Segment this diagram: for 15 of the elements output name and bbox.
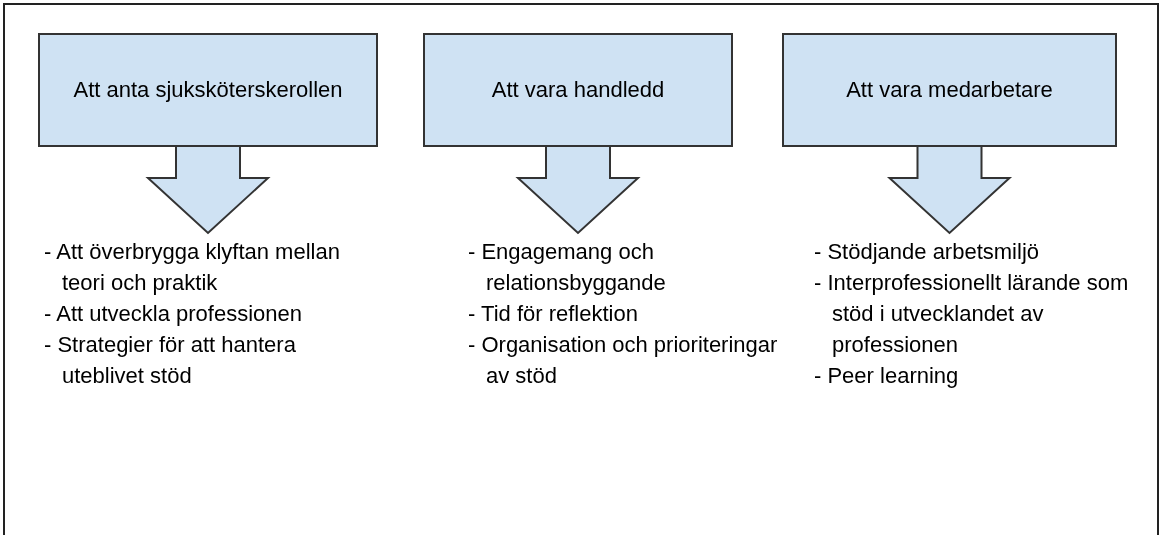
list-item: - Organisation och prioriteringar av stöd [468,331,779,390]
block-arrow [145,146,271,235]
heading-box: Att vara handledd [423,33,733,147]
block-arrow [886,146,1013,235]
list-item: - Tid för reflektion [468,300,639,328]
list-item: - Interprofessionellt lärande som stöd i utvecklandet av professionen [814,269,1130,359]
list-item: - Peer learning [814,362,960,390]
heading-box: Att anta sjuksköterskerollen [38,33,378,147]
heading-box: Att vara medarbetare [782,33,1117,147]
list-item: - Att utveckla professionen [44,300,304,328]
list-item: - Stödjande arbetsmiljö [814,238,1040,266]
block-arrow [515,146,641,235]
list-item: - Engagemang och relationsbyggande [468,238,667,297]
list-item: - Strategier för att hantera uteblivet stöd [44,331,297,390]
list-item: - Att överbrygga klyftan mellan teori och praktik [44,238,341,297]
